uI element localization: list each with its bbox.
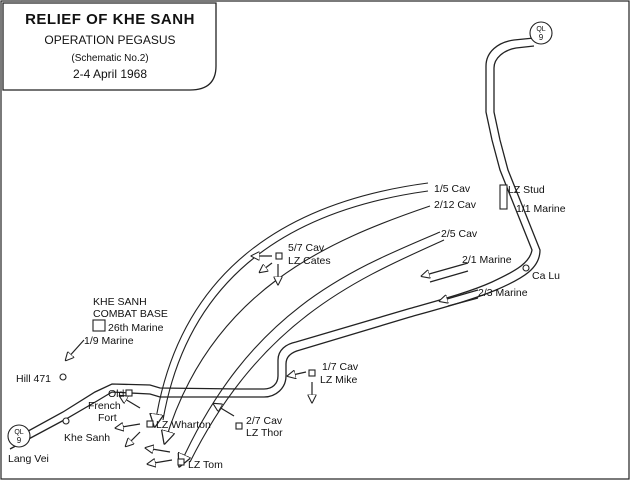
label-ca-lu: Ca Lu — [532, 270, 560, 282]
route-marker-top-ql: QL — [536, 26, 545, 33]
label-26th-marine: 26th Marine — [108, 322, 164, 334]
title-block: RELIEF OF KHE SANH OPERATION PEGASUS (Sc… — [2, 2, 217, 91]
label-old-fort-1: Old — [108, 388, 125, 400]
label-1-7-cav: 1/7 Cav — [322, 361, 359, 373]
label-1-5-cav: 1/5 Cav — [434, 183, 471, 195]
arrow-2-5-cav — [180, 231, 441, 465]
label-combat-base-2: COMBAT BASE — [93, 308, 168, 320]
arrow-1-5-cav — [155, 182, 429, 425]
old-fort-marker — [125, 389, 133, 397]
route-marker-bottom: QL 9 — [7, 424, 31, 448]
lz-thor-marker — [235, 422, 243, 430]
arrow-2-5-cav-inner — [189, 239, 445, 463]
label-lz-tom: LZ Tom — [188, 459, 223, 471]
label-khe-sanh: Khe Sanh — [64, 432, 110, 444]
label-5-7-cav: 5/7 Cav — [288, 242, 325, 254]
position-symbols — [59, 184, 530, 466]
arrow-1-9-marine — [66, 339, 85, 360]
arrow-wharton-1 — [120, 396, 141, 409]
arrow-wharton-2 — [116, 424, 141, 428]
label-lang-vei: Lang Vei — [8, 453, 49, 465]
arrow-tom-1 — [146, 448, 171, 452]
arrow-2-7-cav — [214, 404, 235, 417]
route-marker-bottom-ql: QL — [14, 429, 23, 436]
label-2-5-cav: 2/5 Cav — [441, 228, 478, 240]
khe-sanh-village-marker — [62, 417, 70, 425]
label-old-fort-2: French — [88, 400, 121, 412]
unit-labels: 1/5 Cav 2/12 Cav LZ Stud 1/1 Marine 2/5 … — [8, 183, 566, 471]
label-2-3-marine: 2/3 Marine — [478, 287, 528, 299]
label-lz-wharton: LZ Wharton — [156, 419, 211, 431]
label-2-1-marine: 2/1 Marine — [462, 254, 512, 266]
route-marker-top: QL 9 — [529, 21, 553, 45]
lz-wharton-marker — [146, 420, 154, 428]
date-label: 2-4 April 1968 — [73, 67, 147, 81]
arrow-cates-sw — [260, 262, 273, 272]
label-lz-cates: LZ Cates — [288, 255, 331, 267]
lz-mike-marker — [308, 369, 316, 377]
route-marker-top-num: 9 — [539, 33, 544, 42]
ca-lu-marker — [522, 264, 530, 272]
arrow-tom-2 — [148, 460, 173, 464]
arrow-2-3-marine-b — [447, 297, 479, 307]
route-marker-bottom-num: 9 — [17, 436, 22, 445]
lz-stud-marker — [499, 184, 508, 210]
label-old-fort-3: Fort — [98, 412, 117, 424]
arrow-mike-west — [288, 372, 307, 376]
arrow-2-1-marine-b — [429, 270, 469, 283]
label-1-1-marine: 1/1 Marine — [516, 203, 566, 215]
hill-471-marker — [59, 373, 67, 381]
unit-arrows — [66, 256, 479, 464]
label-2-7-cav: 2/7 Cav — [246, 415, 283, 427]
arrow-1-5-cav-inner — [162, 190, 429, 421]
schematic-label: (Schematic No.2) — [71, 53, 148, 64]
arrow-2-3-marine — [440, 289, 479, 301]
label-lz-stud: LZ Stud — [508, 184, 545, 196]
lz-tom-marker — [177, 458, 185, 466]
map-subtitle: OPERATION PEGASUS — [44, 33, 175, 47]
label-hill-471: Hill 471 — [16, 373, 51, 385]
arrow-wharton-3 — [126, 431, 141, 446]
lz-cates-marker — [275, 252, 283, 260]
label-lz-thor: LZ Thor — [246, 427, 283, 439]
label-lz-mike: LZ Mike — [320, 374, 358, 386]
combat-base-marker — [92, 319, 106, 332]
map-title: RELIEF OF KHE SANH — [25, 11, 195, 28]
label-combat-base-1: KHE SANH — [93, 296, 147, 308]
arrow-2-1-marine — [422, 262, 469, 276]
label-2-12-cav: 2/12 Cav — [434, 199, 477, 211]
label-1-9-marine: 1/9 Marine — [84, 335, 134, 347]
